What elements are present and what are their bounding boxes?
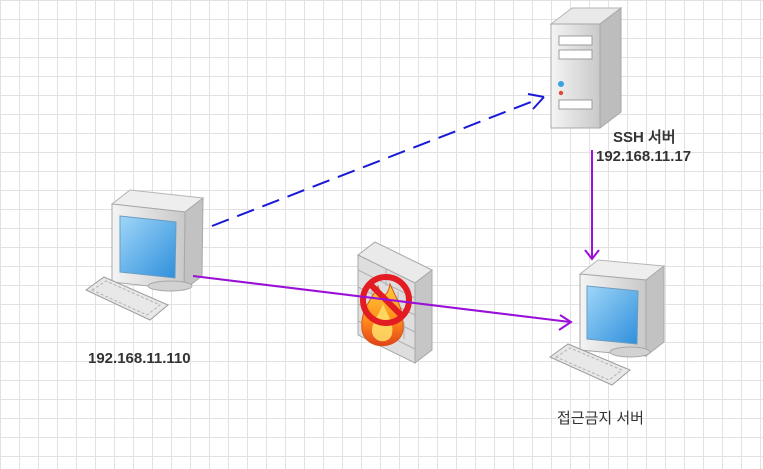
ssh-server-to-blocked-server-link bbox=[584, 150, 600, 261]
blocked-server-computer-icon bbox=[549, 259, 666, 386]
ssh-server-ip-label: 192.168.11.17 bbox=[596, 148, 692, 165]
firewall-icon bbox=[357, 241, 433, 365]
ssh-server-name-label: SSH 서버 bbox=[613, 129, 676, 146]
ssh-server-icon bbox=[549, 6, 623, 130]
client-ip-label: 192.168.11.110 bbox=[88, 350, 191, 367]
client-computer-icon bbox=[85, 189, 205, 321]
direct-blocked-link bbox=[192, 275, 573, 331]
ssh-tunnel-dashed-link bbox=[211, 93, 545, 227]
blocked-server-name-label: 접근금지 서버 bbox=[557, 410, 644, 427]
